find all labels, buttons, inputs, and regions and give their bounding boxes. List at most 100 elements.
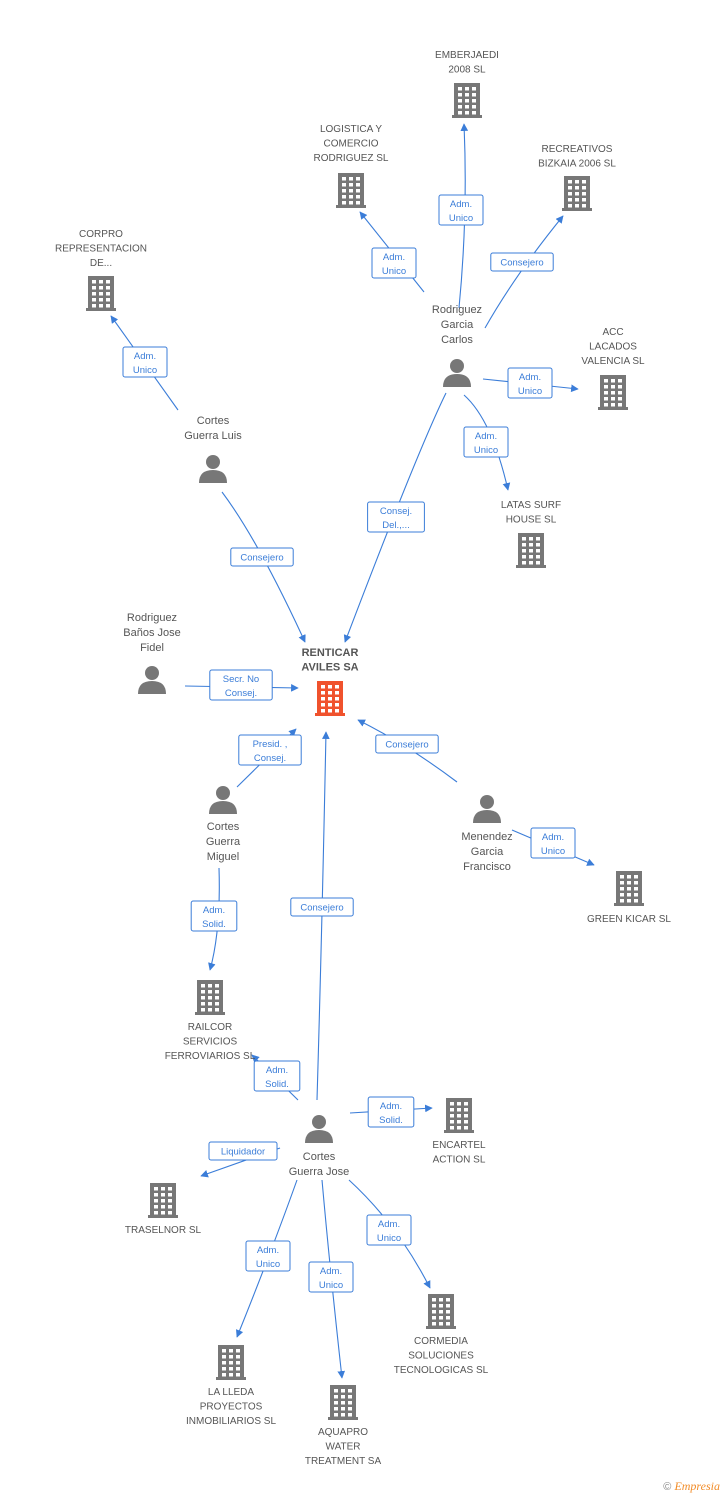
edge-label-line: Consejero [240, 553, 283, 564]
edge-label-line: Consej. [225, 688, 257, 699]
edge-label-e6[interactable]: Consej. Del.,... [367, 501, 425, 533]
edge-label-e17[interactable]: Liquidador [208, 1141, 278, 1161]
edge-label-line: Secr. No [223, 674, 259, 685]
edge-label-e10[interactable]: Presid. , Consej. [238, 734, 302, 766]
node-label-line: Cortes [207, 821, 240, 833]
edge-label-line: Solid. [265, 1079, 289, 1090]
edge-label-line: Presid. , [253, 739, 288, 750]
building-icon [315, 681, 345, 716]
edge-labels-layer: Adm.UnicoAdm.UnicoConsejeroAdm.UnicoAdm.… [122, 194, 576, 1293]
brand-logo[interactable]: Empresia [674, 1479, 720, 1493]
node-label-line: Carlos [441, 334, 473, 346]
building-icon [598, 375, 628, 410]
edge-label-e19[interactable]: Adm.Unico [245, 1240, 291, 1272]
building-icon [562, 176, 592, 211]
edge-label-box [366, 1214, 412, 1246]
building-icon [86, 276, 116, 311]
node-label-line: Cortes [303, 1151, 336, 1163]
edge-label-box [238, 734, 302, 766]
edge-label-e3[interactable]: Consejero [490, 252, 554, 272]
node-label-line: SOLUCIONES [408, 1351, 474, 1362]
node-label-line: TREATMENT SA [305, 1456, 382, 1467]
edge-label-e13[interactable]: Adm.Unico [530, 827, 576, 859]
edge-cortesjose-to-renticar [316, 731, 330, 1101]
node-label-line: Guerra Jose [289, 1166, 350, 1178]
building-icon [516, 533, 546, 568]
edge-label-box [375, 734, 439, 754]
edge-label-box [190, 900, 238, 932]
node-label-line: TECNOLOGICAS SL [394, 1365, 489, 1376]
node-label-line: DE... [90, 258, 112, 269]
node-label-line: LACADOS [589, 342, 637, 353]
edge-label-e7[interactable]: Adm.Unico [122, 346, 168, 378]
node-label-line: INMOBILIARIOS SL [186, 1416, 276, 1427]
edge-label-e18[interactable]: Adm.Unico [366, 1214, 412, 1246]
edge-label-e4[interactable]: Adm.Unico [507, 367, 553, 399]
node-label-line: LOGISTICA Y [320, 124, 382, 135]
node-label-line: PROYECTOS [200, 1402, 263, 1413]
person-icon [443, 359, 471, 387]
edge-label-line: Unico [319, 1280, 343, 1291]
edge-label-line: Consej. [380, 506, 412, 517]
edge-label-line: Adm. [320, 1266, 342, 1277]
edge-label-line: Consejero [385, 740, 428, 751]
node-label-line: GREEN KICAR SL [587, 914, 671, 925]
edge-label-e5[interactable]: Adm.Unico [463, 426, 509, 458]
edge-label-e20[interactable]: Adm. Unico [308, 1261, 354, 1293]
person-icon [473, 795, 501, 823]
edge-label-e12[interactable]: Consejero [375, 734, 439, 754]
edge-label-e2[interactable]: Adm.Unico [371, 247, 417, 279]
edge-label-e16[interactable]: Adm.Solid. [367, 1096, 415, 1128]
node-encartel[interactable]: ENCARTEL ACTION SL [432, 1098, 486, 1166]
node-label-line: Rodriguez [432, 304, 482, 316]
node-label-line: Fidel [140, 642, 164, 654]
node-cormedia[interactable]: CORMEDIA SOLUCIONES TECNOLOGICAS SL [394, 1294, 489, 1376]
edge-label-box [245, 1240, 291, 1272]
edge-label-line: Del.,... [382, 520, 409, 531]
node-label-line: Garcia [471, 846, 504, 858]
node-corpro[interactable]: CORPROREPRESENTACIONDE... [55, 229, 147, 311]
node-label-line: CORMEDIA [414, 1336, 468, 1347]
building-icon [444, 1098, 474, 1133]
edge-label-line: Consej. [254, 753, 286, 764]
node-traselnor[interactable]: TRASELNOR SL [125, 1183, 202, 1236]
building-icon [336, 173, 366, 208]
edge-label-e14[interactable]: Consejero [290, 897, 354, 917]
edge-label-box [490, 252, 554, 272]
edge-label-line: Adm. [383, 252, 405, 263]
edge-label-e1[interactable]: Adm.Unico [438, 194, 484, 226]
edge-label-e8[interactable]: Consejero [230, 547, 294, 567]
node-label-line: AQUAPRO [318, 1427, 368, 1438]
edge-label-e9[interactable]: Secr. No Consej. [209, 669, 273, 701]
edge-label-e15[interactable]: Adm.Solid. [253, 1060, 301, 1092]
edge-label-box [530, 827, 576, 859]
node-label-line: ENCARTEL [432, 1140, 486, 1151]
building-icon [328, 1385, 358, 1420]
edge-label-line: Consejero [500, 258, 543, 269]
edge-rodriguezcarlos-to-renticar [343, 392, 447, 643]
edge-label-line: Adm. [378, 1219, 400, 1230]
edge-label-line: Unico [541, 846, 565, 857]
edge-label-e11[interactable]: Adm.Solid. [190, 900, 238, 932]
node-label-line: ACTION SL [433, 1155, 486, 1166]
node-greenkicar[interactable]: GREEN KICAR SL [587, 871, 671, 925]
edge-label-box [308, 1261, 354, 1293]
edge-label-box [290, 897, 354, 917]
